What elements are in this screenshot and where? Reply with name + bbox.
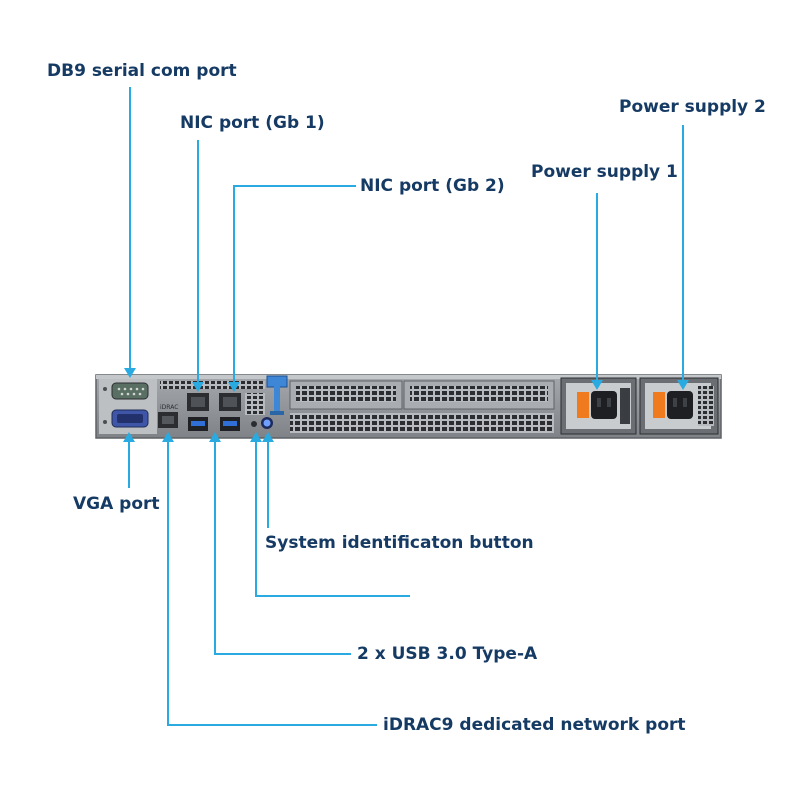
nic-port-2 xyxy=(219,393,241,411)
leader-status xyxy=(255,438,410,597)
label-nic-port-1: NIC port (Gb 1) xyxy=(180,113,325,133)
label-idrac-port: iDRAC9 dedicated network port xyxy=(383,715,686,735)
vga-port xyxy=(111,409,149,428)
label-vga-port: VGA port xyxy=(73,494,160,514)
expansion-slots xyxy=(289,380,555,433)
idrac-network-port: iDRAC xyxy=(158,404,178,428)
leader-nic2 xyxy=(233,185,356,386)
label-nic-port-2: NIC port (Gb 2) xyxy=(360,176,505,196)
system-id-button xyxy=(261,417,273,429)
server-chassis: iDRAC xyxy=(95,374,722,439)
label-usb-ports: 2 x USB 3.0 Type-A xyxy=(357,644,538,664)
leader-arrowheads xyxy=(123,368,689,442)
label-power-supply-1: Power supply 1 xyxy=(531,162,678,182)
leader-idrac xyxy=(167,438,377,726)
nic-port-1 xyxy=(187,393,209,411)
leader-usb xyxy=(214,438,351,655)
db9-serial-port xyxy=(111,382,149,400)
leader-lines xyxy=(128,87,684,726)
usb-port-1 xyxy=(188,417,208,431)
label-db9-serial-port: DB9 serial com port xyxy=(47,61,237,81)
label-power-supply-2: Power supply 2 xyxy=(619,97,766,117)
usb-port-2 xyxy=(220,417,240,431)
power-supply-2 xyxy=(639,377,719,435)
status-led xyxy=(251,421,257,427)
label-system-id-button: System identificaton button xyxy=(265,533,534,553)
idrac-tag: iDRAC xyxy=(160,404,178,411)
release-tab xyxy=(266,375,288,415)
